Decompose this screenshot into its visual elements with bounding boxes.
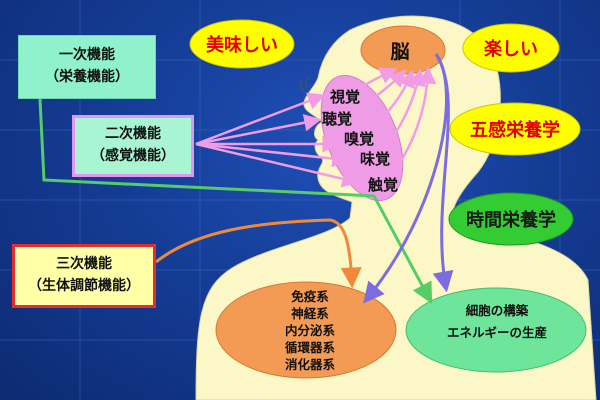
systems-oval [215,281,397,379]
gokan-label: 五感栄養学 [470,120,560,141]
secondary-function-title: 二次機能 [105,126,161,143]
sense-sight: 視覚 [330,88,361,106]
secondary-to-senses-arrows [195,92,360,188]
secondary-function-box: 二次機能 （感覚機能） [72,115,194,177]
sense-hearing: 聴覚 [322,110,353,128]
system-item: 内分泌系 [284,323,335,338]
cell-function-item: エネルギーの生産 [446,325,547,340]
tertiary-function-title: 三次機能 [56,256,112,273]
jikan-label: 時間栄養学 [466,210,556,231]
system-item: 循環器系 [284,340,335,355]
ear-icon [300,77,310,93]
primary-function-subtitle: （栄養機能） [45,69,129,85]
sense-taste: 味覚 [360,150,391,168]
cell-functions: 細胞の構築 エネルギーの生産 [412,300,582,344]
systems-list: 免疫系 神経系 内分泌系 循環器系 消化器系 [270,288,350,373]
gokan-oval [449,102,581,156]
tertiary-function-box: 三次機能 （生体調節機能） [12,244,156,308]
tanoshii-label: 楽しい [484,39,538,60]
oishii-label: 美味しい [206,35,278,56]
cell-function-item: 細胞の構築 [465,303,529,318]
primary-function-title: 一次機能 [59,47,115,64]
brain-label: 脳 [390,40,410,63]
cell-oval [405,287,587,373]
primary-function-box: 一次機能 （栄養機能） [18,35,156,99]
system-item: 神経系 [291,306,329,321]
tertiary-function-subtitle: （生体調節機能） [28,278,140,294]
system-item: 免疫系 [291,289,329,304]
tertiary-to-systems-arrow [155,218,362,289]
oishii-oval [189,19,295,69]
senses-to-brain-arrows [343,66,437,181]
secondary-function-subtitle: （感覚機能） [91,148,175,164]
sense-touch: 触覚 [368,176,399,194]
system-item: 消化器系 [284,357,335,372]
tanoshii-oval [462,23,560,73]
sense-smell: 嗅覚 [344,130,375,148]
brain-to-body-arrows [363,53,454,304]
jikan-oval [448,192,574,246]
